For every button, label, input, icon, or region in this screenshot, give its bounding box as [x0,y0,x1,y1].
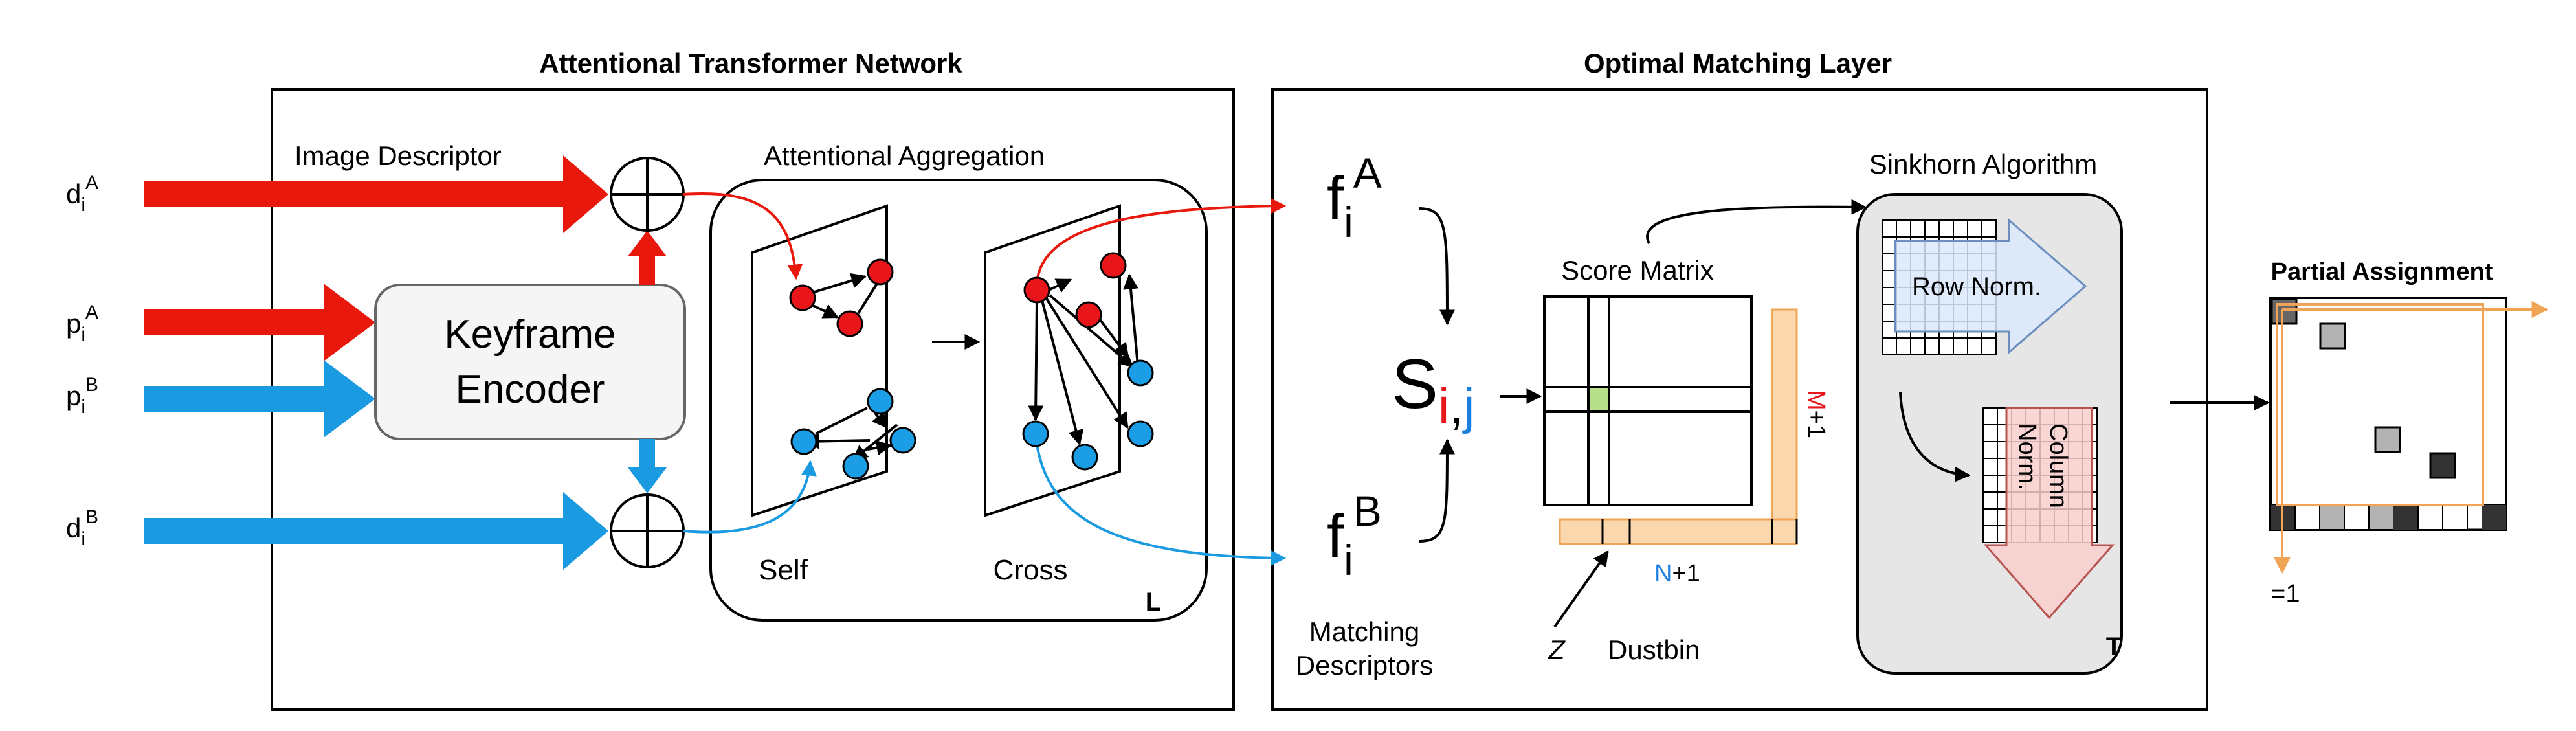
row-norm-label: Row Norm. [1912,273,2041,301]
row-to-col-arrow [1899,392,1971,482]
eq-one-label: =1 [2271,579,2300,608]
row-norm-arrow [1894,218,2087,355]
cross-panel [984,204,1121,517]
column-norm-label-2: Norm. [2014,423,2041,490]
column-norm-label-1: Column [2045,423,2072,508]
flow-cross-to-fa [1036,198,1287,284]
feature-f-a: fiA [1327,149,1382,246]
flow-a-to-self [683,192,803,280]
feature-f-b: fiB [1327,487,1382,584]
dustbin-row [1559,518,1798,545]
input-d-a: diA [66,172,98,216]
arrow-d-a [144,155,608,233]
transformer-title: Attentional Transformer Network [539,48,962,78]
self-blue-nodes [790,388,916,480]
arrow-encoder-down [628,439,667,493]
attentional-aggregation-box [709,179,1208,622]
matching-box [1271,88,2208,711]
layer-l-label: L [1146,588,1161,616]
arrow-encoder-up [628,231,667,285]
arrow-d-b [144,492,608,570]
keyframe-encoder-label-1: Keyframe [444,312,616,357]
sinkhorn-label: Sinkhorn Algorithm [1869,149,2098,179]
dustbin-column [1771,308,1798,545]
cross-label: Cross [994,554,1068,586]
self-label: Self [759,554,808,586]
arrow-p-b [144,360,375,438]
column-norm-arrow [1983,407,2115,620]
input-p-b: piB [66,374,98,418]
partial-assignment-label: Partial Assignment [2271,258,2493,286]
iteration-t-label: T [2106,633,2122,661]
input-p-a: piA [66,302,98,345]
keyframe-encoder-label-2: Encoder [456,367,605,412]
cross-blue-nodes [1022,359,1154,471]
fb-to-score-arrow [1418,438,1455,543]
matching-descriptors-label-1: Matching [1309,616,1419,647]
cross-red-nodes [1023,252,1127,328]
attentional-aggregation-label: Attentional Aggregation [764,141,1045,171]
sum-node-a [610,157,685,232]
score-symbol: Si,j [1392,344,1474,434]
input-d-b: diB [66,506,98,550]
self-red-nodes [789,258,894,337]
score-matrix-label: Score Matrix [1561,255,1714,286]
fa-to-score-arrow [1418,207,1455,326]
z-pointer-arrow [1553,550,1609,628]
self-red-edges [810,273,878,319]
flow-b-to-self [683,460,817,534]
image-descriptor-label: Image Descriptor [294,141,502,171]
z-label: Z [1548,635,1566,665]
matching-title: Optimal Matching Layer [1584,48,1892,78]
arrow-p-a [144,284,375,361]
sum-node-b [610,493,685,568]
matching-descriptors-label-2: Descriptors [1296,650,1433,680]
dim-m-plus-1: M+1 [1803,390,1830,438]
dustbin-label: Dustbin [1608,635,1700,665]
score-to-sinkhorn-arrow [1646,199,1867,244]
partial-assignment-matrix [2269,297,2549,574]
flow-cross-to-fb [1036,444,1287,566]
score-matrix [1543,295,1753,506]
keyframe-encoder-box [374,284,686,440]
dim-n-plus-1: N+1 [1654,560,1700,587]
